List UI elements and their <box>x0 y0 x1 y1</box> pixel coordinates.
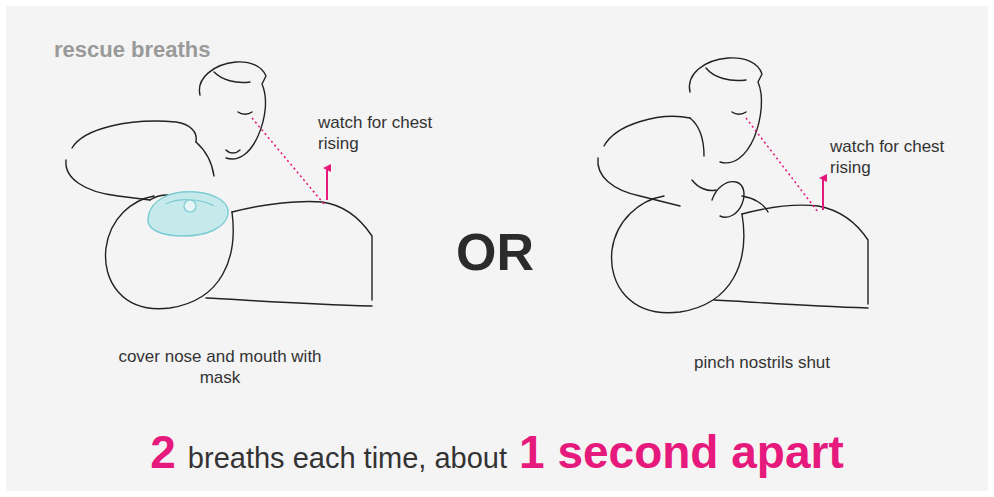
hair-line <box>706 68 746 81</box>
rescuer-arm <box>604 116 690 146</box>
caption-text: cover nose and mouth with mask <box>105 346 335 389</box>
rise-arrow <box>822 178 824 210</box>
rescuer-head <box>689 58 762 163</box>
emphasis-number: 2 <box>150 424 176 482</box>
mouth-seal <box>692 180 716 191</box>
rescuer-arm <box>66 160 150 200</box>
instruction-text: breaths each time, about <box>188 440 507 476</box>
callout-note: watch for chest rising <box>830 136 970 179</box>
rise-arrow <box>326 168 328 200</box>
victim-chest <box>742 205 868 304</box>
sight-line <box>746 118 818 212</box>
background-panel: 2breaths each time, about1 second apart … <box>6 6 988 491</box>
rescuer-pinching <box>598 58 868 313</box>
instruction-row: 2 breaths each time, about 1 second apart <box>6 424 988 482</box>
rescuer-neck <box>196 142 214 176</box>
mask-valve <box>184 200 196 212</box>
victim-back <box>714 300 868 308</box>
rescuer-arm <box>72 121 196 148</box>
callout-note: watch for chest rising <box>318 112 448 155</box>
rescuer-neck <box>690 118 704 156</box>
rescuer-with-mask <box>66 62 372 309</box>
closed-eye <box>238 112 252 114</box>
emphasis-text: 1 second apart <box>519 424 844 482</box>
victim-back <box>206 298 372 306</box>
pinching-hand <box>712 182 744 218</box>
hair-line <box>214 72 250 83</box>
victim-chest <box>232 201 372 300</box>
mouth <box>226 150 240 153</box>
sight-line <box>252 118 324 204</box>
mask-body <box>148 192 228 236</box>
rescuer-arm <box>598 158 680 206</box>
or-word: OR <box>420 220 570 285</box>
victim-head <box>612 196 744 313</box>
closed-eye <box>732 112 746 114</box>
heading: rescue breaths <box>54 36 211 64</box>
caption-text: pinch nostrils shut <box>642 352 882 373</box>
face-mask <box>148 192 228 236</box>
rescuer-head <box>199 62 266 159</box>
